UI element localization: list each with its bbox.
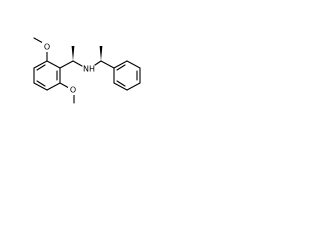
- ring-b-bond-1: [113, 60, 128, 69]
- nh-to-ch-bond: [94, 60, 102, 66]
- oxygen-top-label: O: [44, 43, 50, 52]
- bottom-methoxy-bond-ring: [59, 82, 70, 89]
- chiral-center-2: [94, 46, 115, 69]
- nh-label: NH: [83, 65, 95, 74]
- ring-b-bond-2: [126, 60, 141, 69]
- methyl-wedge-1: [71, 46, 75, 61]
- ring-to-ch-bond: [59, 60, 74, 69]
- ring-b-double-3: [116, 80, 126, 87]
- amine-group: NH: [83, 65, 95, 74]
- ring-b-bond-4: [126, 82, 141, 91]
- ring-a-bond-3: [46, 82, 61, 91]
- chiral-center-1: [59, 46, 83, 69]
- ch-to-nh-bond: [72, 60, 83, 67]
- chemical-structure: O O NH: [33, 37, 141, 104]
- dimethoxyphenyl-ring: [33, 60, 61, 91]
- ring-a-bond-4: [33, 82, 48, 91]
- ring-a-bond-6: [33, 60, 48, 69]
- ring-b-double-1: [116, 64, 126, 71]
- top-methoxy-group: O: [33, 37, 52, 62]
- phenyl-ring: [113, 60, 141, 91]
- methyl-wedge-2: [99, 46, 103, 61]
- oxygen-bottom-label: O: [70, 86, 76, 95]
- ring-b-bond-5: [113, 82, 128, 91]
- bottom-methoxy-group: O: [59, 82, 79, 104]
- top-methoxy-bond-methyl: [33, 37, 44, 44]
- ring-a-double-3: [36, 64, 46, 71]
- ring-a-double-2: [36, 80, 46, 87]
- ch-to-phenyl-bond: [100, 60, 115, 69]
- ring-a-bond-1: [46, 60, 61, 69]
